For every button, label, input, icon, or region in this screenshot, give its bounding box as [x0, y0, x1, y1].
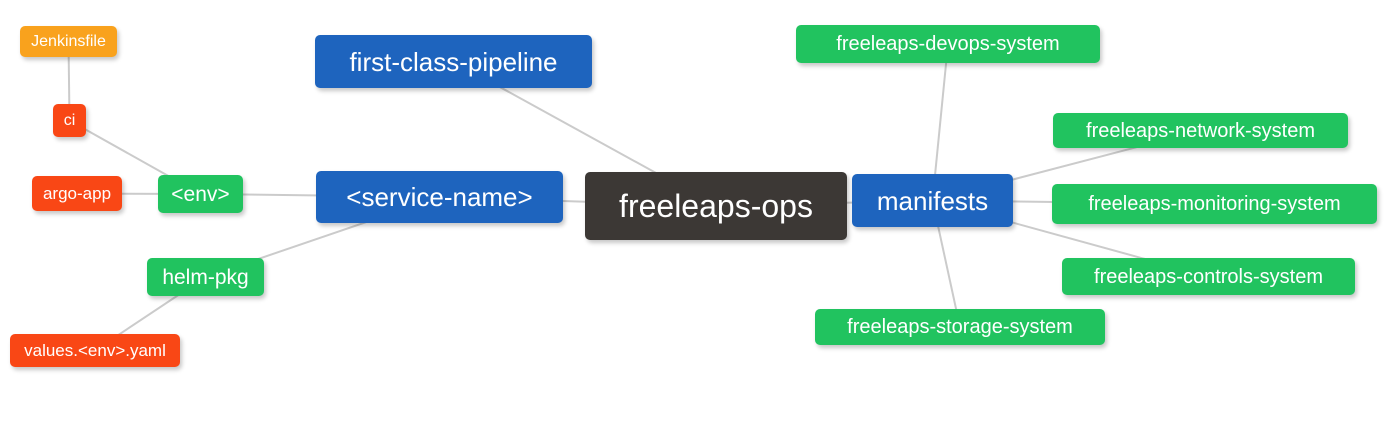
node-freeleaps-storage-system[interactable]: freeleaps-storage-system	[815, 309, 1105, 345]
node-label: argo-app	[42, 184, 112, 203]
node-freeleaps-ops[interactable]: freeleaps-ops	[585, 172, 847, 240]
node-env[interactable]: <env>	[158, 175, 243, 213]
node-argo-app[interactable]: argo-app	[32, 176, 122, 211]
node-label: freeleaps-network-system	[1086, 119, 1315, 142]
node-label: first-class-pipeline	[349, 46, 558, 77]
node-label: freeleaps-devops-system	[836, 33, 1060, 55]
node-freeleaps-devops-system[interactable]: freeleaps-devops-system	[796, 25, 1100, 63]
node-manifests[interactable]: manifests	[852, 174, 1013, 227]
node-label: values.<env>.yaml	[24, 341, 166, 360]
node-service-name[interactable]: <service-name>	[316, 171, 563, 223]
node-label: <env>	[171, 182, 230, 206]
node-label: freeleaps-controls-system	[1094, 265, 1323, 288]
node-label: helm-pkg	[162, 265, 249, 289]
node-label: Jenkinsfile	[31, 32, 106, 50]
node-first-class-pipeline[interactable]: first-class-pipeline	[315, 35, 592, 88]
node-label: freeleaps-monitoring-system	[1088, 193, 1341, 215]
node-label: freeleaps-storage-system	[847, 316, 1073, 338]
node-values-env-yaml[interactable]: values.<env>.yaml	[10, 334, 180, 367]
node-ci[interactable]: ci	[53, 104, 86, 137]
node-label: ci	[63, 111, 76, 129]
node-label: freeleaps-ops	[619, 188, 813, 224]
node-freeleaps-controls-system[interactable]: freeleaps-controls-system	[1062, 258, 1355, 295]
node-jenkinsfile[interactable]: Jenkinsfile	[20, 26, 117, 57]
node-freeleaps-network-system[interactable]: freeleaps-network-system	[1053, 113, 1348, 148]
node-label: manifests	[876, 185, 989, 216]
node-label: <service-name>	[346, 182, 533, 212]
node-freeleaps-monitoring-system[interactable]: freeleaps-monitoring-system	[1052, 184, 1377, 224]
node-helm-pkg[interactable]: helm-pkg	[147, 258, 264, 296]
